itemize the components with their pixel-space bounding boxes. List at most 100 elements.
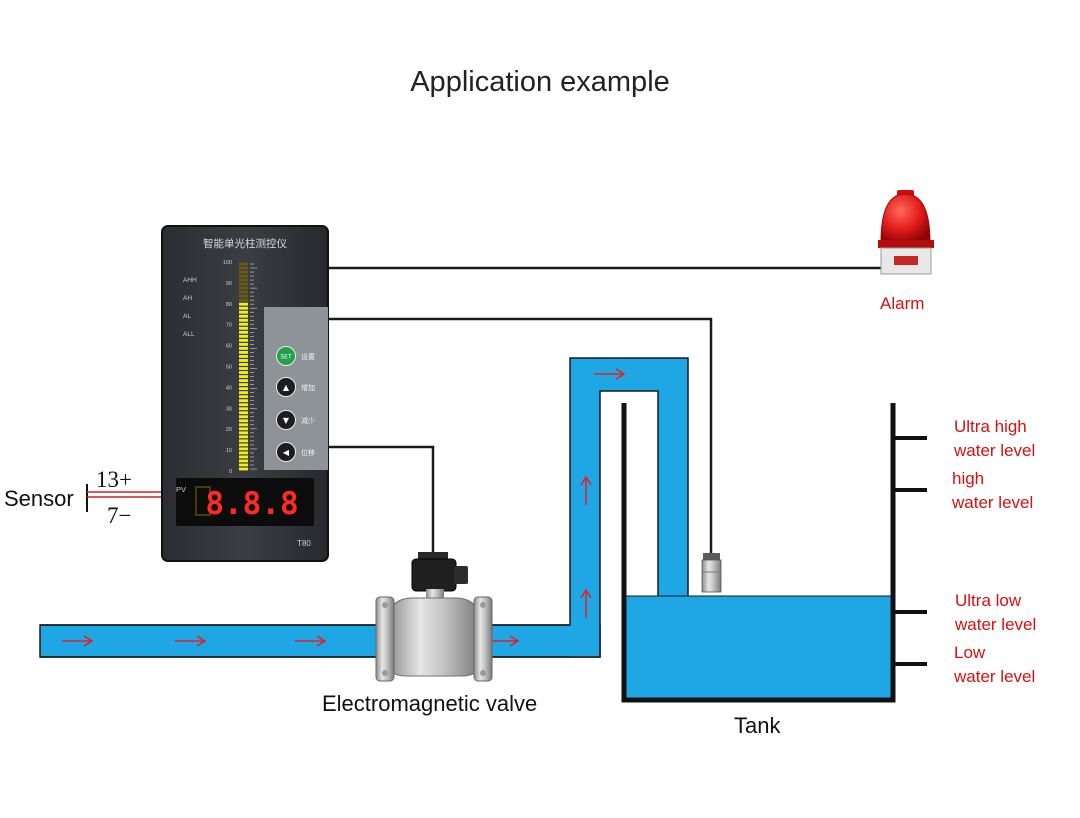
instrument-button-up[interactable]: ▲ 增加 — [276, 377, 316, 397]
bar-segment-lit — [239, 387, 248, 391]
bar-segment-lit — [239, 330, 248, 334]
level-label-low-line1: Low — [954, 643, 986, 662]
bar-segment-lit — [239, 467, 248, 471]
tank-walls — [621, 403, 896, 703]
sensor-terminal-pos: 13+ — [96, 467, 132, 492]
bar-segment-unlit — [239, 266, 248, 270]
valve-coil — [411, 558, 457, 592]
level-label-high-line2: water level — [952, 493, 1034, 512]
level-label-high-line1: high — [952, 469, 985, 488]
scale-label: 70 — [226, 323, 232, 329]
beacon-dome — [880, 193, 931, 243]
alarm-tag-ah: AH — [183, 295, 192, 302]
button-up-icon: ▲ — [283, 383, 290, 392]
valve-flange-right — [473, 596, 493, 682]
bar-segment-lit — [239, 439, 248, 443]
bar-segment-lit — [239, 355, 248, 358]
bar-segment-unlit — [239, 298, 248, 302]
signal-wires — [328, 266, 884, 560]
bar-segment-lit — [239, 318, 248, 322]
level-label-low: Low water level — [954, 641, 1035, 689]
button-down-icon: ▼ — [283, 416, 290, 425]
button-up-face[interactable] — [276, 377, 296, 397]
wire-to-level-probe — [328, 317, 713, 560]
bar-segment-lit — [239, 383, 248, 386]
scale-label: 20 — [226, 427, 232, 433]
bar-segment-lit — [239, 371, 248, 374]
scale-label: 90 — [226, 281, 232, 287]
bar-segment-lit — [239, 306, 248, 310]
sensor-terminals: 13+ 7− — [86, 467, 162, 528]
bar-segment-lit — [239, 415, 248, 419]
scale-label: 10 — [226, 448, 232, 454]
bar-graph-instrument: 智能单光柱测控仪 AHH AH AL ALL 10090807060504030… — [161, 225, 329, 562]
valve-label: Electromagnetic valve — [322, 691, 538, 716]
flow-arrow-right-2 — [175, 635, 207, 647]
sensor-terminal-neg: 7− — [107, 503, 131, 528]
led-digit-dim — [195, 486, 211, 516]
bar-segment-lit — [239, 379, 248, 382]
alarm-tag-al: AL — [183, 313, 191, 320]
bar-segment-lit — [239, 334, 248, 338]
valve-flange-left — [375, 596, 395, 682]
bar-segment-lit — [239, 314, 248, 318]
bar-segment-lit — [239, 427, 248, 431]
instrument-button-shift[interactable]: ◀ 位移 — [276, 442, 316, 462]
alarm-tag-ahh: AHH — [183, 277, 197, 284]
level-label-ultra-low-line1: Ultra low — [955, 591, 1022, 610]
bar-segment-lit — [239, 367, 248, 370]
bar-segment-unlit — [239, 278, 248, 282]
bar-segment-unlit — [239, 294, 248, 298]
bar-segment-lit — [239, 342, 248, 346]
bar-segment-lit — [239, 459, 248, 463]
scale-label: 30 — [226, 406, 232, 412]
bar-segment-lit — [239, 375, 248, 378]
flow-arrows — [62, 368, 626, 647]
bar-segment-lit — [239, 407, 248, 411]
button-shift-label: 位移 — [301, 448, 315, 457]
alarm-label: Alarm — [880, 294, 925, 313]
button-shift-face[interactable] — [276, 442, 296, 462]
tank-water — [624, 596, 892, 698]
flow-arrow-up-1 — [580, 588, 592, 618]
pipe-riser — [570, 358, 600, 657]
flow-arrow-right-top — [594, 368, 626, 380]
button-panel — [264, 307, 328, 470]
alarm-beacon — [878, 190, 934, 275]
level-label-ultra-high: Ultra high water level — [954, 415, 1035, 463]
pipe-drop — [658, 358, 688, 598]
level-label-high: high water level — [952, 467, 1033, 515]
bar-segment-lit — [239, 463, 248, 467]
scale-label: 0 — [229, 469, 232, 475]
button-set-label: 设置 — [301, 352, 315, 361]
bar-segment-lit — [239, 395, 248, 399]
pv-value-display: 8.8.8 — [205, 486, 298, 522]
button-up-label: 增加 — [301, 383, 315, 392]
bar-segment-lit — [239, 363, 248, 366]
scale-label: 60 — [226, 344, 232, 350]
scale-label: 40 — [226, 385, 232, 391]
level-label-ultra-low: Ultra low water level — [955, 589, 1036, 637]
bar-segment-lit — [239, 451, 248, 455]
button-down-label: 减少 — [301, 416, 315, 425]
bar-segment-unlit — [239, 270, 248, 274]
water-pipe — [39, 357, 689, 658]
bar-segment-unlit — [239, 286, 248, 290]
bar-segment-lit — [239, 435, 248, 439]
flow-arrow-up-2 — [580, 475, 592, 505]
instrument-button-down[interactable]: ▼ 减少 — [276, 410, 316, 430]
bar-segment-lit — [239, 447, 248, 451]
bar-segment-lit — [239, 419, 248, 423]
button-shift-icon: ◀ — [283, 448, 290, 457]
bar-segment-lit — [239, 391, 248, 395]
flow-arrow-right-3 — [295, 635, 327, 647]
level-probe — [701, 553, 722, 593]
bar-graph-segments — [239, 262, 257, 471]
button-set-face[interactable] — [276, 346, 296, 366]
sensor-label: Sensor — [4, 486, 74, 511]
button-down-face[interactable] — [276, 410, 296, 430]
tank — [621, 403, 927, 703]
